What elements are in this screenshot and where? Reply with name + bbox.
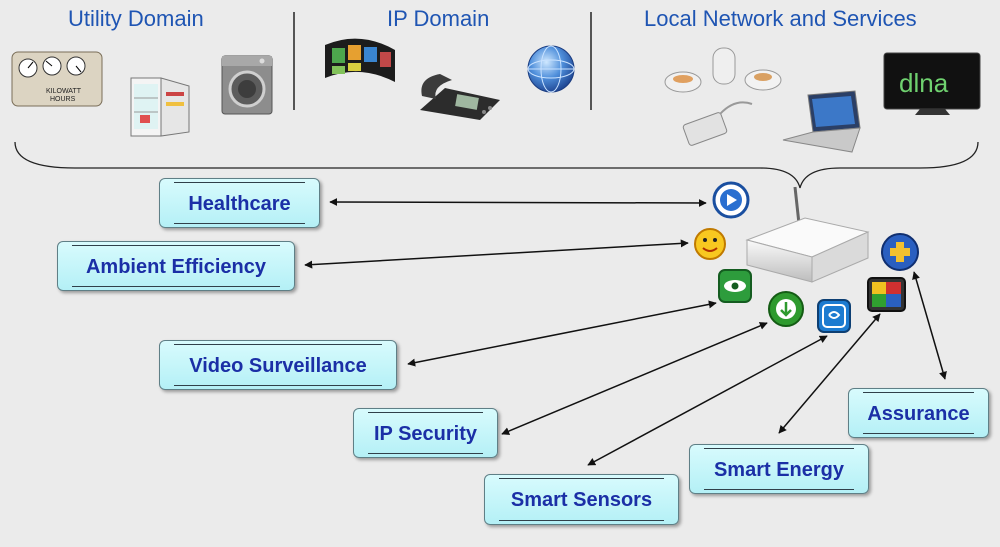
- video-surveillance-label: Video Surveillance: [189, 354, 367, 377]
- arrow-ambient-efficiency: [304, 239, 689, 269]
- domain-divider-1: [293, 12, 295, 110]
- play-app-icon: [712, 181, 750, 219]
- dlna-tv-icon: dlna: [883, 52, 981, 115]
- refrigerator-icon: [130, 77, 190, 137]
- usb-adapter-icon: [682, 101, 753, 146]
- assurance-label: Assurance: [867, 402, 970, 425]
- swirl-app-icon: [817, 299, 851, 333]
- washing-machine-icon: [221, 55, 273, 115]
- ip-security-box: IP Security: [353, 408, 498, 458]
- smart-energy-label: Smart Energy: [713, 458, 845, 481]
- smiley-app-icon: [694, 228, 726, 260]
- video-surveillance-box: Video Surveillance: [159, 340, 397, 390]
- arrow-ip-security: [501, 322, 768, 435]
- arrow-video-surveillance: [407, 300, 717, 367]
- meter-label-line2: HOURS: [50, 96, 76, 103]
- gateway-router-icon: [745, 186, 870, 283]
- arrow-healthcare: [329, 198, 707, 207]
- local-network-title: Local Network and Services: [644, 6, 917, 31]
- eye-app-icon: [718, 269, 752, 303]
- ambient-efficiency-label: Ambient Efficiency: [85, 255, 267, 278]
- domain-divider-2: [590, 12, 592, 110]
- healthcare-label: Healthcare: [188, 192, 291, 215]
- film-strip-icon: [325, 38, 395, 82]
- devices-brace: [14, 141, 979, 189]
- smart-sensors-box: Smart Sensors: [484, 474, 679, 525]
- dlna-logo-text: dlna: [899, 68, 949, 98]
- electric-meter-icon: KILOWATT HOURS: [11, 51, 103, 107]
- utility-domain-title: Utility Domain: [68, 6, 204, 31]
- palette-app-icon: [867, 277, 906, 312]
- healthcare-box: Healthcare: [159, 178, 320, 228]
- ambient-efficiency-box: Ambient Efficiency: [57, 241, 295, 291]
- arrow-assurance: [912, 271, 947, 380]
- laptop-icon: [782, 90, 861, 153]
- arrow-smart-energy: [778, 313, 881, 434]
- download-app-icon: [768, 291, 804, 327]
- meter-label-line1: KILOWATT: [46, 88, 82, 95]
- smart-sensors-label: Smart Sensors: [510, 489, 653, 511]
- smoke-detector-icons: [664, 47, 782, 93]
- ip-domain-title: IP Domain: [387, 6, 490, 31]
- desk-phone-icon: [420, 74, 500, 120]
- smart-energy-box: Smart Energy: [689, 444, 869, 494]
- plus-app-icon: [881, 233, 919, 271]
- globe-icon: [527, 45, 575, 93]
- ip-security-label: IP Security: [373, 422, 478, 445]
- assurance-box: Assurance: [848, 388, 989, 438]
